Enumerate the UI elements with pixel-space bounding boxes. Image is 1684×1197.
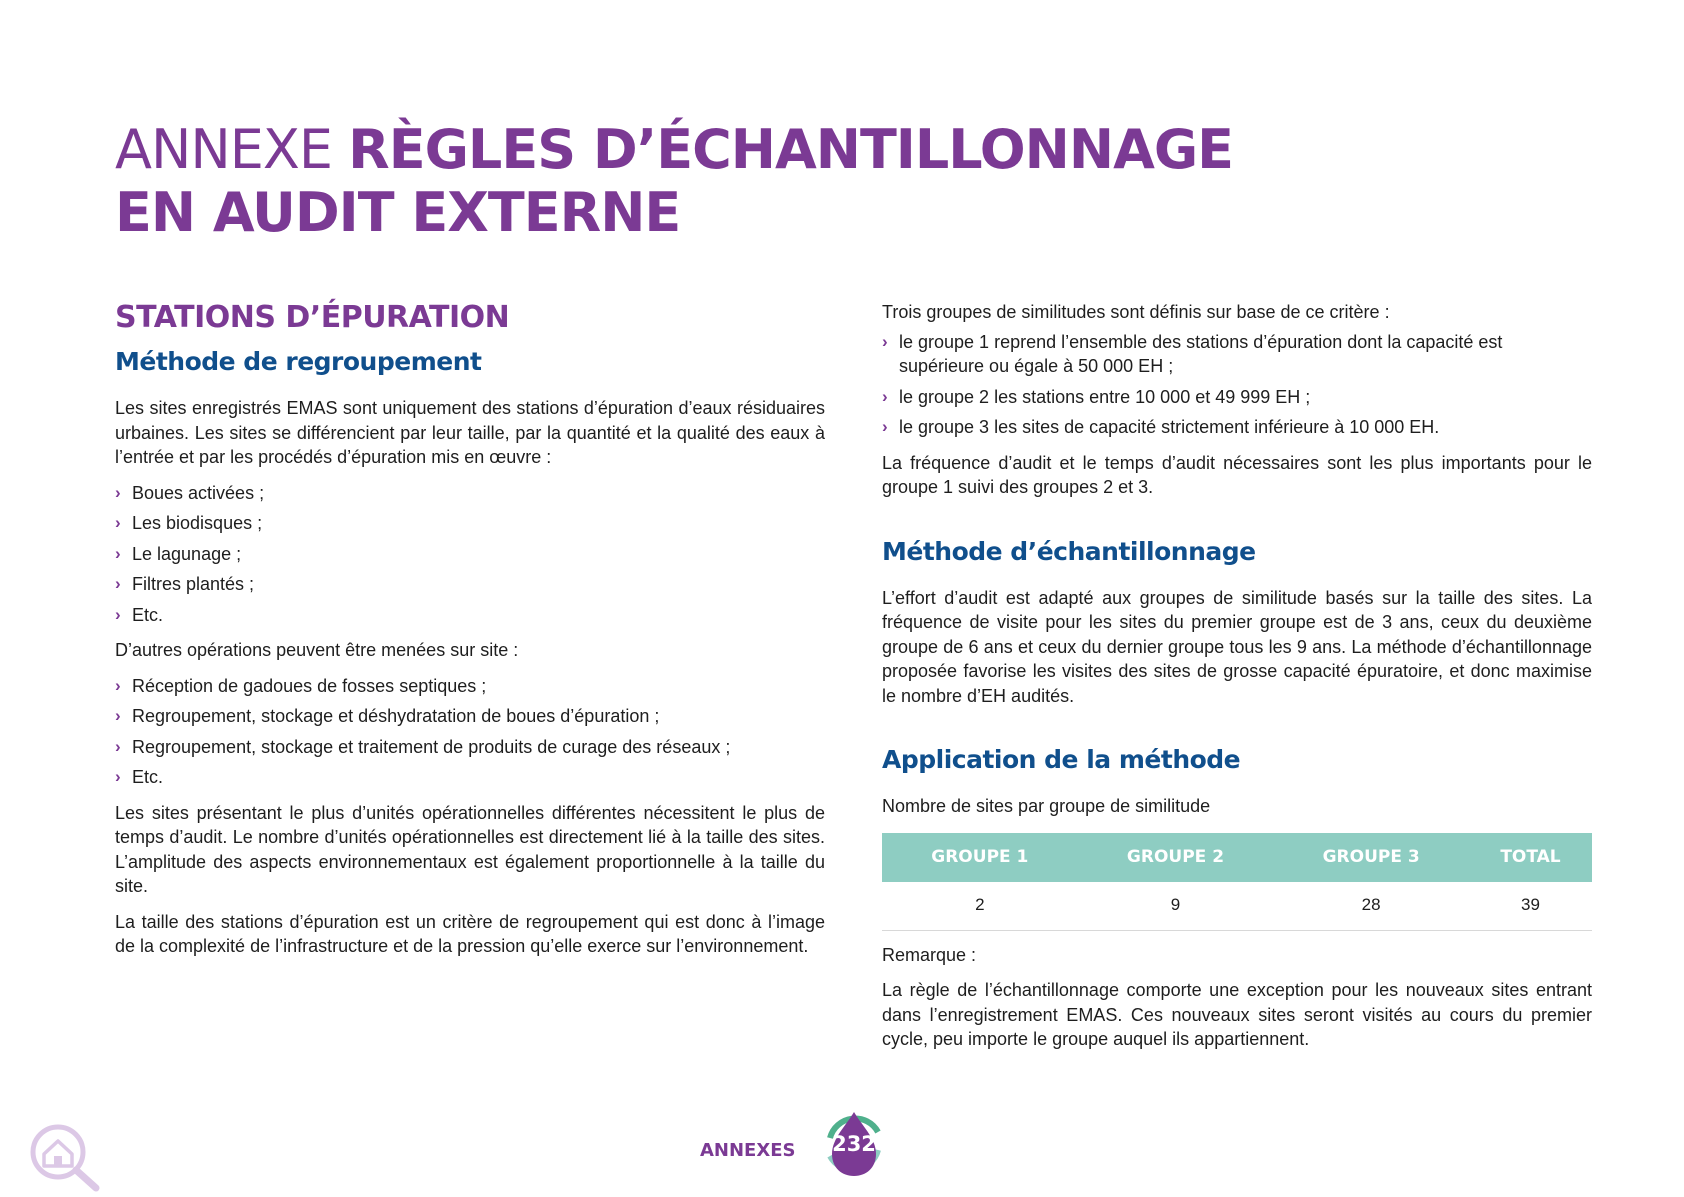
- title-line-1: RÈGLES D’ÉCHANTILLONNAGE: [348, 118, 1234, 181]
- chevron-right-icon: ›: [882, 386, 888, 406]
- list-item: ›le groupe 2 les stations entre 10 000 e…: [882, 385, 1592, 410]
- house-magnifier-icon: [26, 1120, 102, 1192]
- value-total: 39: [1468, 881, 1592, 931]
- header-groupe-1: GROUPE 1: [882, 832, 1078, 882]
- list-item: ›Filtres plantés ;: [115, 572, 825, 597]
- list-item: ›Réception de gadoues de fosses septique…: [115, 674, 825, 699]
- chevron-right-icon: ›: [882, 331, 888, 351]
- header-groupe-2: GROUPE 2: [1077, 832, 1274, 882]
- chevron-right-icon: ›: [115, 482, 121, 502]
- header-total: TOTAL: [1468, 832, 1592, 882]
- right-column: Trois groupes de similitudes sont défini…: [882, 300, 1592, 1063]
- list-item: ›le groupe 3 les sites de capacité stric…: [882, 415, 1592, 440]
- left-column: STATIONS D’ÉPURATION Méthode de regroupe…: [115, 300, 825, 970]
- water-drop-cycle-icon: 232: [818, 1106, 890, 1182]
- subtitle-application: Application de la méthode: [882, 745, 1241, 774]
- section-title: STATIONS D’ÉPURATION: [115, 300, 510, 335]
- page-number: 232: [832, 1132, 876, 1156]
- frequency-paragraph: La fréquence d’audit et le temps d’audit…: [882, 452, 1592, 498]
- header-groupe-3: GROUPE 3: [1273, 832, 1469, 882]
- list-item: ›Les biodisques ;: [115, 511, 825, 536]
- list-item: ›Regroupement, stockage et traitement de…: [115, 735, 825, 760]
- chevron-right-icon: ›: [115, 675, 121, 695]
- operations-list: ›Réception de gadoues de fosses septique…: [115, 674, 825, 790]
- groups-list: ›le groupe 1 reprend l’ensemble des stat…: [882, 330, 1592, 440]
- subtitle-regroupement: Méthode de regroupement: [115, 347, 482, 376]
- chevron-right-icon: ›: [115, 736, 121, 756]
- value-groupe-1: 2: [882, 881, 1078, 931]
- chevron-right-icon: ›: [115, 574, 121, 593]
- footer-section-label: ANNEXES: [700, 1140, 796, 1161]
- list-item: ›Regroupement, stockage et déshydratatio…: [115, 704, 825, 729]
- list-item: ›Etc.: [115, 765, 825, 790]
- operations-intro: D’autres opérations peuvent être menées …: [115, 640, 519, 660]
- list-item: ›Boues activées ;: [115, 481, 825, 506]
- remark-text: La règle de l’échantillonnage comporte u…: [882, 980, 1592, 1049]
- list-item: ›le groupe 1 reprend l’ensemble des stat…: [882, 331, 1503, 377]
- value-groupe-2: 9: [1077, 881, 1274, 931]
- chevron-right-icon: ›: [115, 706, 121, 725]
- sampling-paragraph: L’effort d’audit est adapté aux groupes …: [882, 587, 1592, 706]
- chevron-right-icon: ›: [115, 767, 121, 786]
- value-groupe-3: 28: [1273, 881, 1469, 931]
- chevron-right-icon: ›: [115, 513, 121, 532]
- intro-paragraph: Les sites enregistrés EMAS sont uniqueme…: [115, 398, 825, 467]
- list-item: ›Etc.: [115, 603, 825, 628]
- title-line-2: EN AUDIT EXTERNE: [115, 181, 681, 244]
- chevron-right-icon: ›: [882, 417, 888, 436]
- procedes-list: ›Boues activées ; ›Les biodisques ; ›Le …: [115, 481, 825, 628]
- remark-label: Remarque :: [882, 944, 977, 965]
- table-header-row: GROUPE 1 GROUPE 2 GROUPE 3 TOTAL: [882, 832, 1592, 882]
- page-title: ANNEXE RÈGLES D’ÉCHANTILLONNAGE EN AUDIT…: [115, 118, 1234, 244]
- groups-intro: Trois groupes de similitudes sont défini…: [882, 302, 1390, 322]
- units-paragraph: Les sites présentant le plus d’unités op…: [115, 802, 825, 897]
- taille-paragraph: La taille des stations d’épuration est u…: [115, 911, 825, 957]
- chevron-right-icon: ›: [115, 604, 121, 624]
- title-prefix: ANNEXE: [115, 118, 349, 181]
- table-row: 2 9 28 39: [882, 881, 1592, 931]
- table-caption: Nombre de sites par groupe de similitude: [882, 796, 1211, 816]
- sites-table: GROUPE 1 GROUPE 2 GROUPE 3 TOTAL 2 9 28 …: [882, 832, 1592, 931]
- subtitle-echantillonnage: Méthode d’échantillonnage: [882, 536, 1256, 566]
- list-item: ›Le lagunage ;: [115, 542, 825, 567]
- chevron-right-icon: ›: [115, 543, 121, 563]
